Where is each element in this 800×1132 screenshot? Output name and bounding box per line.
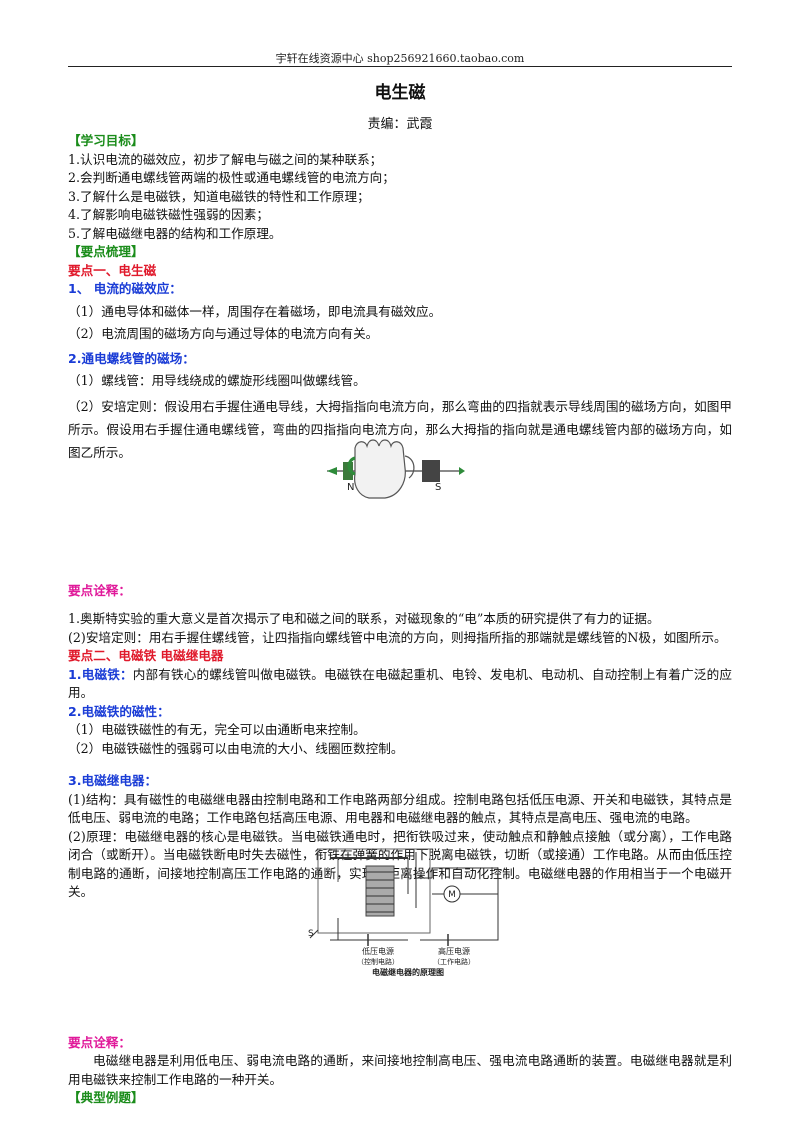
point2-sub2-item: （2）电磁铁磁性的强弱可以由电流的大小、线圈匝数控制。 [68, 740, 404, 756]
solenoid-hand-figure: N S [327, 439, 465, 499]
switch-label: S [308, 929, 314, 939]
point2-sub2-item: （1）电磁铁磁性的有无，完全可以由通断电来控制。 [68, 722, 366, 737]
point2-note-heading: 要点诠释： [68, 1034, 131, 1050]
point2-sub3-item: (2)原理：电磁继电器的核心是电磁铁。当电磁铁通电时，把衔铁吸过来，使动触点和静… [68, 828, 732, 900]
relay-figure: M S 低压电源 （控制电路） 高压电源 （工作电路） 电磁继电器的原理图 [308, 848, 499, 976]
point2-sub1: 1.电磁铁：内部有铁心的螺线管叫做电磁铁。电磁铁在电磁起重机、电铃、发电机、电动… [68, 666, 732, 703]
point2-sub1-label: 1.电磁铁： [68, 666, 133, 682]
electromagnet-coil-icon [365, 865, 395, 917]
point1-note-item: 1.奥斯特实验的重大意义是首次揭示了电和磁之间的联系，对磁现象的“电”本质的研究… [68, 611, 660, 626]
examples-heading: 【典型例题】 [68, 1090, 144, 1105]
arrow-right-icon [459, 467, 465, 475]
coil-wire-icon [347, 456, 356, 476]
point2-note-text: 电磁继电器是利用低电压、弱电流电路的通断，来间接地控制高电压、强电流电路通断的装… [68, 1053, 732, 1087]
page-title: 电生磁 [374, 83, 426, 103]
arrow-left-icon [327, 467, 337, 475]
page-header: 宇轩在线资源中心 shop256921660.taobao.com [275, 52, 525, 65]
high-voltage-label: 高压电源 [438, 946, 470, 956]
objective-item: 4.了解影响电磁铁磁性强弱的因素； [68, 207, 269, 222]
summary-heading: 【要点梳理】 [68, 244, 144, 259]
point1-note-heading: 要点诠释： [68, 582, 131, 598]
point1-sub1-item: （1）通电导体和磁体一样，周围存在着磁场，即电流具有磁效应。 [68, 303, 442, 319]
coil-end-icon [422, 460, 440, 482]
point1-sub2-heading: 2.通电螺线管的磁场： [68, 350, 195, 366]
point1-sub1-heading: 1、 电流的磁效应： [68, 281, 182, 296]
point1-sub1-item: （2）电流周围的磁场方向与通过导体的电流方向有关。 [68, 326, 379, 341]
header-rule [68, 66, 732, 67]
document-body: 【学习目标】 1.认识电流的磁效应，初步了解电与磁之间的某种联系； 2.会判断通… [68, 132, 732, 1108]
coil-end-icon [343, 462, 353, 480]
objective-item: 5.了解电磁继电器的结构和工作原理。 [68, 225, 282, 241]
objective-item: 2.会判断通电螺线管两端的极性或通电螺线管的电流方向； [68, 170, 395, 185]
relay-caption: 电磁继电器的原理图 [372, 967, 444, 976]
low-voltage-label: 低压电源 [362, 946, 394, 956]
hand-icon [354, 439, 406, 499]
low-voltage-sub-label: （控制电路） [357, 957, 399, 966]
point2-sub3-item: (1)结构：具有磁性的电磁继电器由控制电路和工作电路两部分组成。控制电路包括低压… [68, 791, 732, 826]
high-voltage-sub-label: （工作电路） [433, 957, 475, 966]
objectives-heading: 【学习目标】 [68, 133, 144, 148]
point2-sub3-heading: 3.电磁继电器： [68, 773, 158, 788]
switch-icon [309, 929, 319, 939]
point2-heading: 要点二、电磁铁 电磁继电器 [68, 648, 224, 663]
point1-sub2-item: （1）螺线管：用导线绕成的螺旋形线圈叫做螺线管。 [68, 373, 366, 388]
objective-item: 1.认识电流的磁效应，初步了解电与磁之间的某种联系； [68, 151, 383, 167]
point1-heading: 要点一、电生磁 [68, 262, 157, 278]
editor-line: 责编：武霞 [367, 117, 433, 132]
point1-note-item: (2)安培定则：用右手握住螺线管，让四指指向螺线管中电流的方向，则拇指所指的那端… [68, 629, 727, 645]
point2-sub1-text: 内部有铁心的螺线管叫做电磁铁。电磁铁在电磁起重机、电铃、发电机、电动机、自动控制… [68, 666, 732, 701]
relay-frame [317, 848, 431, 934]
label-n: N [347, 482, 354, 493]
point2-sub2-heading: 2.电磁铁的磁性： [68, 703, 170, 719]
motor-label: M [448, 890, 456, 900]
point1-sub2-item: （2）安培定则：假设用右手握住通电导线，大拇指指向电流方向，那么弯曲的四指就表示… [68, 398, 732, 460]
objective-item: 3.了解什么是电磁铁，知道电磁铁的特性和工作原理； [68, 188, 370, 204]
label-s: S [435, 482, 441, 493]
